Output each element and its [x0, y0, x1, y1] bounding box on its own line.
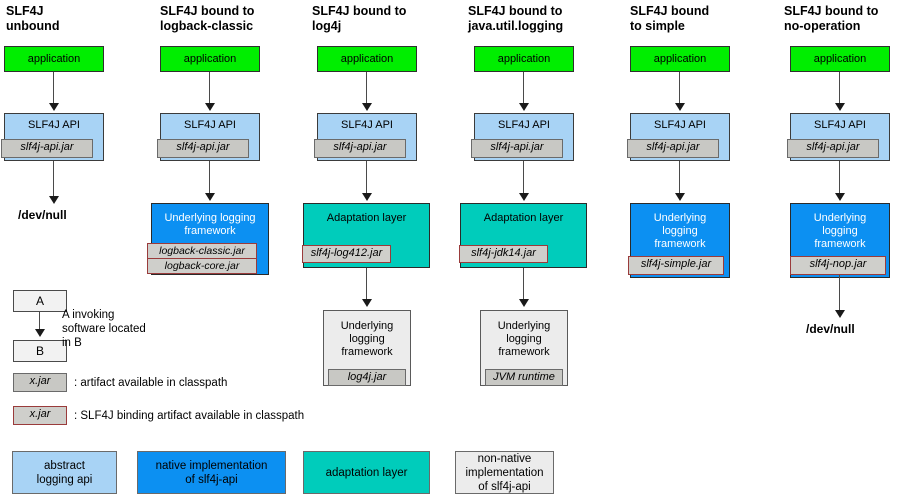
- jar-slf4j-nop: slf4j-nop.jar: [790, 256, 886, 275]
- box-application-6[interactable]: application: [790, 46, 890, 72]
- connector-1b: [53, 161, 54, 202]
- connector-5a: [679, 72, 680, 105]
- box-application-2[interactable]: application: [160, 46, 260, 72]
- jar-slf4j-api-1: slf4j-api.jar: [1, 139, 93, 158]
- box-application-1[interactable]: application: [4, 46, 104, 72]
- column-header-simple: SLF4J bound to simple: [630, 4, 710, 33]
- swatch-adaptation-layer: adaptation layer: [303, 451, 430, 494]
- swatch-non-native-implementation: non-native implementation of slf4j-api: [455, 451, 554, 494]
- arrowhead-3a: [362, 103, 372, 111]
- jar-jvm-runtime: JVM runtime: [485, 369, 563, 386]
- column-header-jul: SLF4J bound to java.util.logging: [468, 4, 564, 33]
- column-nop: SLF4J bound to no-operation: [782, 0, 909, 34]
- connector-4b: [523, 161, 524, 199]
- jar-slf4j-simple: slf4j-simple.jar: [628, 256, 724, 275]
- arrowhead-4b: [519, 193, 529, 201]
- box-application-3[interactable]: application: [317, 46, 417, 72]
- impl-label-5: Underlying logging framework: [653, 212, 707, 250]
- impl-label-2: Underlying logging framework: [164, 212, 256, 237]
- jar-log4j: log4j.jar: [328, 369, 406, 386]
- jar-slf4j-jdk14: slf4j-jdk14.jar: [459, 245, 548, 263]
- connector-6c: [839, 275, 840, 315]
- connector-6a: [839, 72, 840, 105]
- arrowhead-6b: [835, 193, 845, 201]
- column-log4j: SLF4J bound to log4j: [310, 0, 458, 34]
- arrowhead-3b: [362, 193, 372, 201]
- jar-slf4j-api-6: slf4j-api.jar: [787, 139, 879, 158]
- connector-4a: [523, 72, 524, 105]
- arrowhead-2a: [205, 103, 215, 111]
- arrowhead-5b: [675, 193, 685, 201]
- connector-3a: [366, 72, 367, 105]
- legend-arrowhead-ab: [35, 329, 45, 337]
- impl-label-6: Underlying logging framework: [813, 212, 867, 250]
- connector-4c: [523, 268, 524, 303]
- column-simple: SLF4J bound to simple: [628, 0, 776, 34]
- column-header-logback: SLF4J bound to logback-classic: [160, 4, 255, 33]
- connector-5b: [679, 161, 680, 199]
- box-application-4[interactable]: application: [474, 46, 574, 72]
- swatch-abstract-logging-api: abstract logging api: [12, 451, 117, 494]
- legend-box-a: A: [13, 290, 67, 312]
- terminal-devnull-1: /dev/null: [18, 208, 67, 222]
- jar-slf4j-api-4: slf4j-api.jar: [471, 139, 563, 158]
- connector-3b: [366, 161, 367, 199]
- legend-binding-text: : SLF4J binding artifact available in cl…: [74, 410, 305, 422]
- jar-logback-classic: logback-classic.jar: [147, 243, 257, 259]
- swatch-native-implementation: native implementation of slf4j-api: [137, 451, 286, 494]
- connector-2a: [209, 72, 210, 105]
- jar-slf4j-api-3: slf4j-api.jar: [314, 139, 406, 158]
- arrowhead-3c: [362, 299, 372, 307]
- arrowhead-6c: [835, 310, 845, 318]
- legend-box-b: B: [13, 340, 67, 362]
- arrowhead-6a: [835, 103, 845, 111]
- arrowhead-1b: [49, 196, 59, 204]
- impl-label-3: Underlying logging framework: [340, 320, 394, 358]
- connector-3c: [366, 268, 367, 303]
- column-logback-classic: SLF4J bound to logback-classic: [158, 0, 306, 34]
- box-application-5[interactable]: application: [630, 46, 730, 72]
- legend-jar-artifact: x.jar: [13, 373, 67, 392]
- jar-slf4j-api-2: slf4j-api.jar: [157, 139, 249, 158]
- legend-artifact-text: : artifact available in classpath: [74, 377, 228, 389]
- legend-jar-binding: x.jar: [13, 406, 67, 425]
- column-slf4j-unbound: SLF4J unbound: [4, 0, 152, 34]
- connector-6b: [839, 161, 840, 199]
- column-header-unbound: SLF4J unbound: [6, 4, 60, 33]
- arrowhead-2b: [205, 193, 215, 201]
- arrowhead-4a: [519, 103, 529, 111]
- legend-connector-ab: [39, 312, 40, 334]
- jar-logback-core: logback-core.jar: [147, 258, 257, 274]
- jar-slf4j-api-5: slf4j-api.jar: [627, 139, 719, 158]
- impl-label-4: Underlying logging framework: [497, 320, 551, 358]
- column-jul: SLF4J bound to java.util.logging: [466, 0, 614, 34]
- column-header-log4j: SLF4J bound to log4j: [312, 4, 407, 33]
- terminal-devnull-6: /dev/null: [806, 322, 855, 336]
- jar-slf4j-log4j12: slf4j-log412.jar: [302, 245, 391, 263]
- column-header-nop: SLF4J bound to no-operation: [784, 4, 879, 33]
- arrowhead-1a: [49, 103, 59, 111]
- arrowhead-5a: [675, 103, 685, 111]
- connector-1a: [53, 72, 54, 105]
- legend-invoke-text: A invoking software located in B: [62, 309, 146, 349]
- connector-2b: [209, 161, 210, 199]
- arrowhead-4c: [519, 299, 529, 307]
